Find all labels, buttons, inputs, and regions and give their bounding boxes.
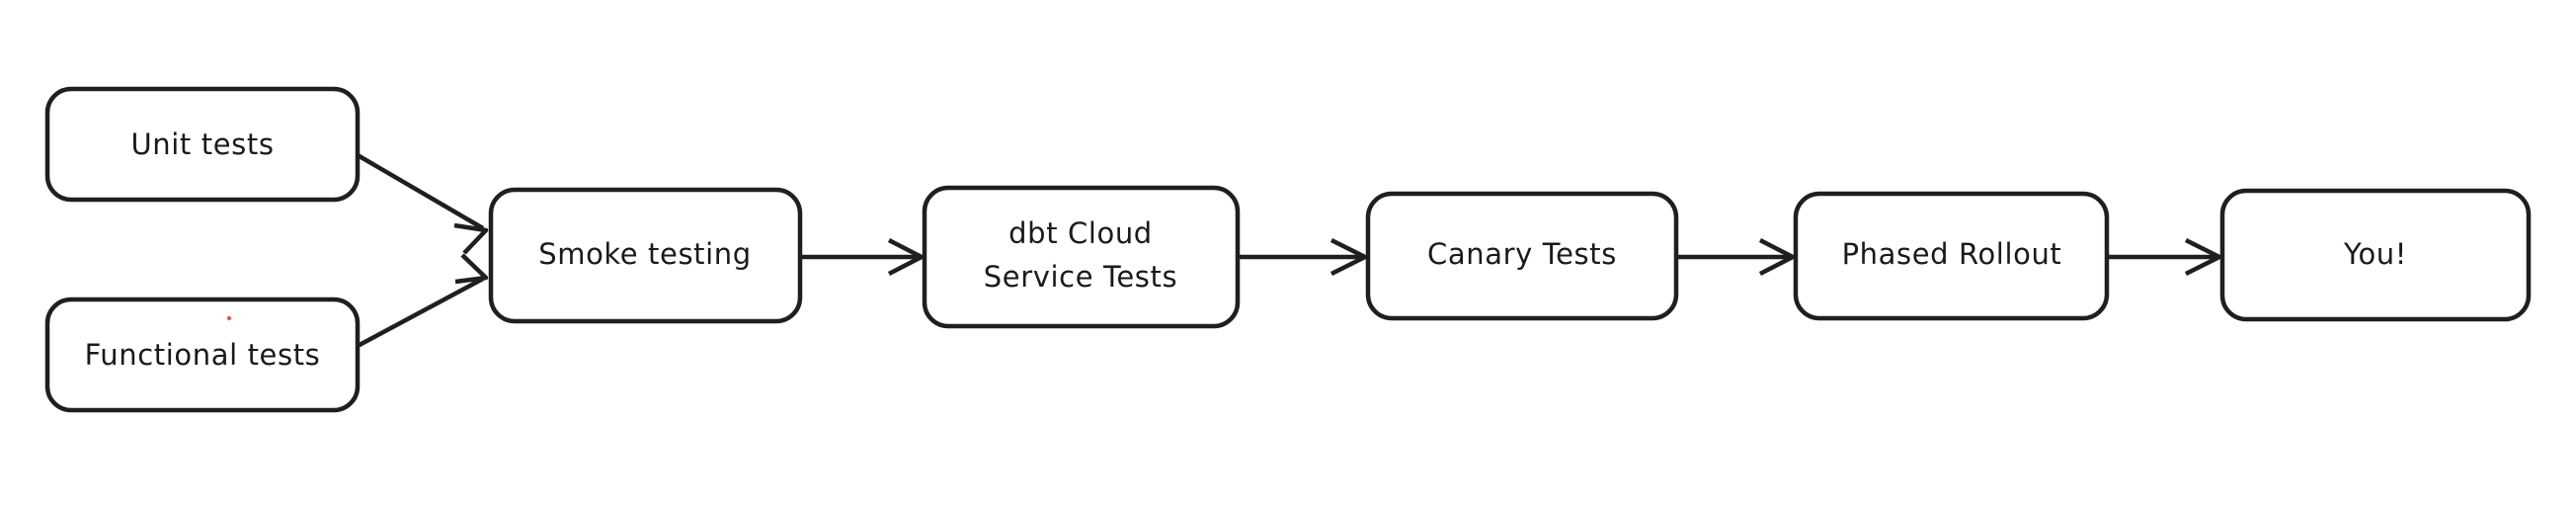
edge-unit-tests-to-smoke-testing: [356, 153, 489, 255]
edge-functional-tests-to-smoke-testing: [356, 253, 489, 348]
edge-smoke-testing-to-dbt-cloud-service-tests: [800, 237, 925, 277]
node-smoke-testing-shape[interactable]: [488, 187, 803, 324]
node-you-shape[interactable]: [2219, 188, 2532, 322]
node-unit-tests-label: Unit tests: [130, 128, 274, 161]
edge-dbt-cloud-service-tests-to-canary-tests: [1238, 237, 1368, 277]
node-unit-tests[interactable]: Unit tests: [44, 86, 361, 203]
edge-phased-rollout-to-you: [2107, 237, 2222, 277]
node-dbt-cloud-service-tests-shape[interactable]: [922, 185, 1241, 329]
node-smoke-testing-label: Smoke testing: [538, 237, 752, 271]
node-dbt-cloud-service-tests-label-line2: Service Tests: [984, 260, 1177, 294]
node-unit-tests-shape[interactable]: [44, 86, 361, 203]
node-canary-tests-label: Canary Tests: [1427, 237, 1617, 271]
node-you-label: You!: [2343, 237, 2407, 271]
node-phased-rollout-label: Phased Rollout: [1842, 237, 2062, 271]
node-phased-rollout[interactable]: Phased Rollout: [1793, 191, 2110, 321]
edge-canary-tests-to-phased-rollout: [1676, 237, 1796, 277]
node-functional-tests-shape[interactable]: [44, 297, 361, 413]
node-dbt-cloud-service-tests-label-line1: dbt Cloud: [1008, 216, 1153, 250]
node-canary-tests[interactable]: Canary Tests: [1365, 191, 1679, 321]
node-you[interactable]: You!: [2219, 188, 2532, 322]
render-speck: [226, 315, 232, 321]
node-functional-tests-label: Functional tests: [85, 338, 321, 372]
node-phased-rollout-shape[interactable]: [1793, 191, 2110, 321]
node-dbt-cloud-service-tests[interactable]: dbt Cloud Service Tests: [922, 185, 1241, 329]
node-functional-tests[interactable]: Functional tests: [44, 297, 361, 413]
node-canary-tests-shape[interactable]: [1365, 191, 1679, 321]
node-smoke-testing[interactable]: Smoke testing: [488, 187, 803, 324]
